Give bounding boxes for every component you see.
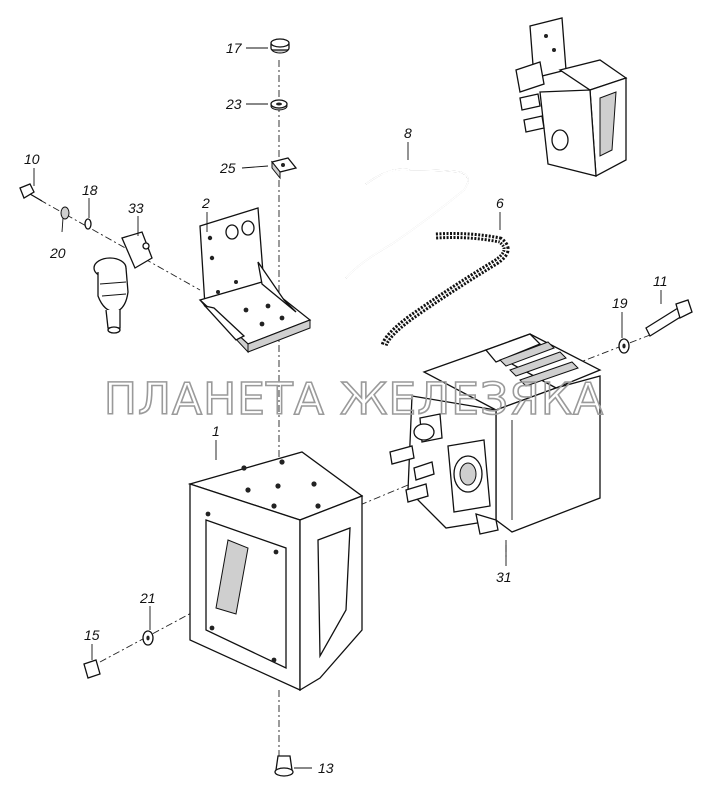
watermark: ПЛАНЕТА ЖЕЛЕЗЯКА	[104, 374, 604, 425]
callout-25: 25	[219, 160, 236, 176]
nut-17	[270, 38, 290, 54]
bracket-2	[198, 207, 312, 354]
callout-13: 13	[318, 760, 334, 776]
tube-8	[345, 168, 469, 279]
callout-23: 23	[225, 96, 242, 112]
callout-labels: 17 23 25 10 18 33 2 20 8 6 11 19 1 31 21…	[24, 40, 668, 776]
frame-1	[187, 451, 364, 692]
washer-21	[142, 630, 154, 646]
leader-lines	[33, 47, 662, 769]
callout-15: 15	[84, 627, 100, 643]
callout-8: 8	[404, 125, 412, 141]
callout-33: 33	[128, 200, 144, 216]
callout-6: 6	[496, 195, 504, 211]
assembly-inset	[515, 17, 628, 178]
washer-23	[270, 99, 288, 111]
bolt-11	[645, 299, 693, 337]
callout-18: 18	[82, 182, 98, 198]
valve-unit-31	[389, 333, 602, 535]
callout-31: 31	[496, 569, 512, 585]
callout-21: 21	[139, 590, 156, 606]
bolt-10	[19, 183, 43, 202]
nut-15	[83, 659, 101, 679]
callout-2: 2	[201, 195, 210, 211]
hose-6	[380, 232, 510, 348]
callout-1: 1	[212, 423, 220, 439]
callout-20: 20	[49, 245, 66, 261]
callout-11: 11	[653, 273, 668, 289]
washer-18	[84, 218, 92, 230]
filter-33	[93, 231, 153, 334]
callout-19: 19	[612, 295, 628, 311]
bolt-13	[274, 755, 294, 777]
callout-10: 10	[24, 151, 40, 167]
washer-20	[60, 206, 70, 220]
callout-17: 17	[226, 40, 243, 56]
washer-19	[618, 338, 630, 354]
plate-25	[270, 157, 298, 180]
